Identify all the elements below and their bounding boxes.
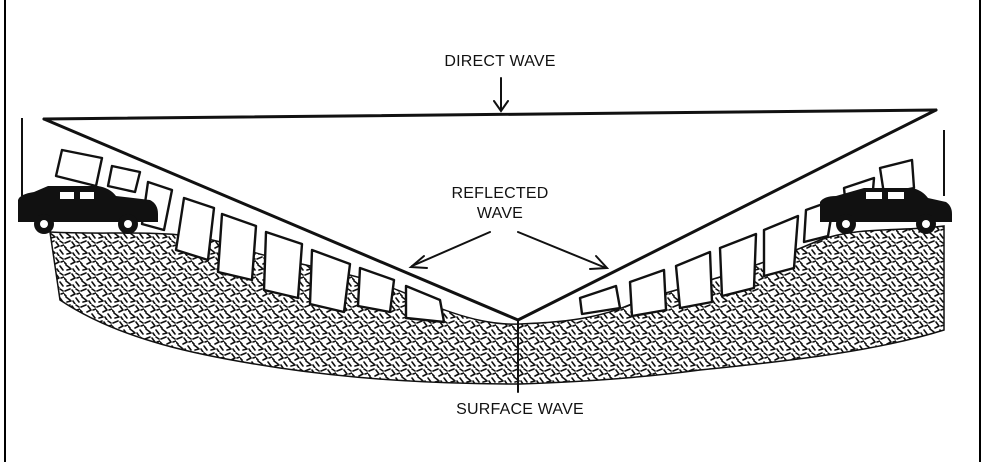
reflected-wave-label-line1: REFLECTED	[420, 184, 580, 203]
surface-wave-label: SURFACE WAVE	[410, 400, 630, 419]
direct-wave-arrow	[494, 78, 508, 111]
vehicle-left-icon	[18, 186, 158, 234]
direct-wave-line	[44, 110, 936, 119]
reflected-wave-label-line2: WAVE	[420, 204, 580, 223]
vehicle-right-icon	[820, 188, 952, 234]
reflected-wave-arrows	[411, 232, 607, 269]
direct-wave-label: DIRECT WAVE	[400, 52, 600, 71]
